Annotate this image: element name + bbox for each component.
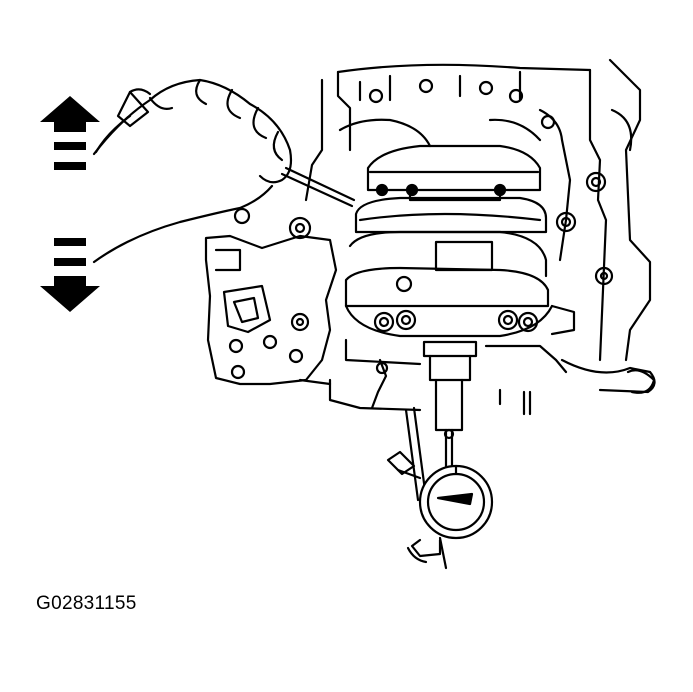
- crankshaft: [344, 144, 576, 374]
- block-left-side: [204, 207, 422, 412]
- double-arrow-up-icon: [40, 96, 100, 170]
- double-arrow-down-icon: [40, 238, 100, 312]
- hand-with-screwdriver: [92, 78, 356, 264]
- dial-indicator: [370, 340, 532, 570]
- figure-id-label: G02831155: [36, 593, 137, 614]
- engine-block: [304, 58, 656, 394]
